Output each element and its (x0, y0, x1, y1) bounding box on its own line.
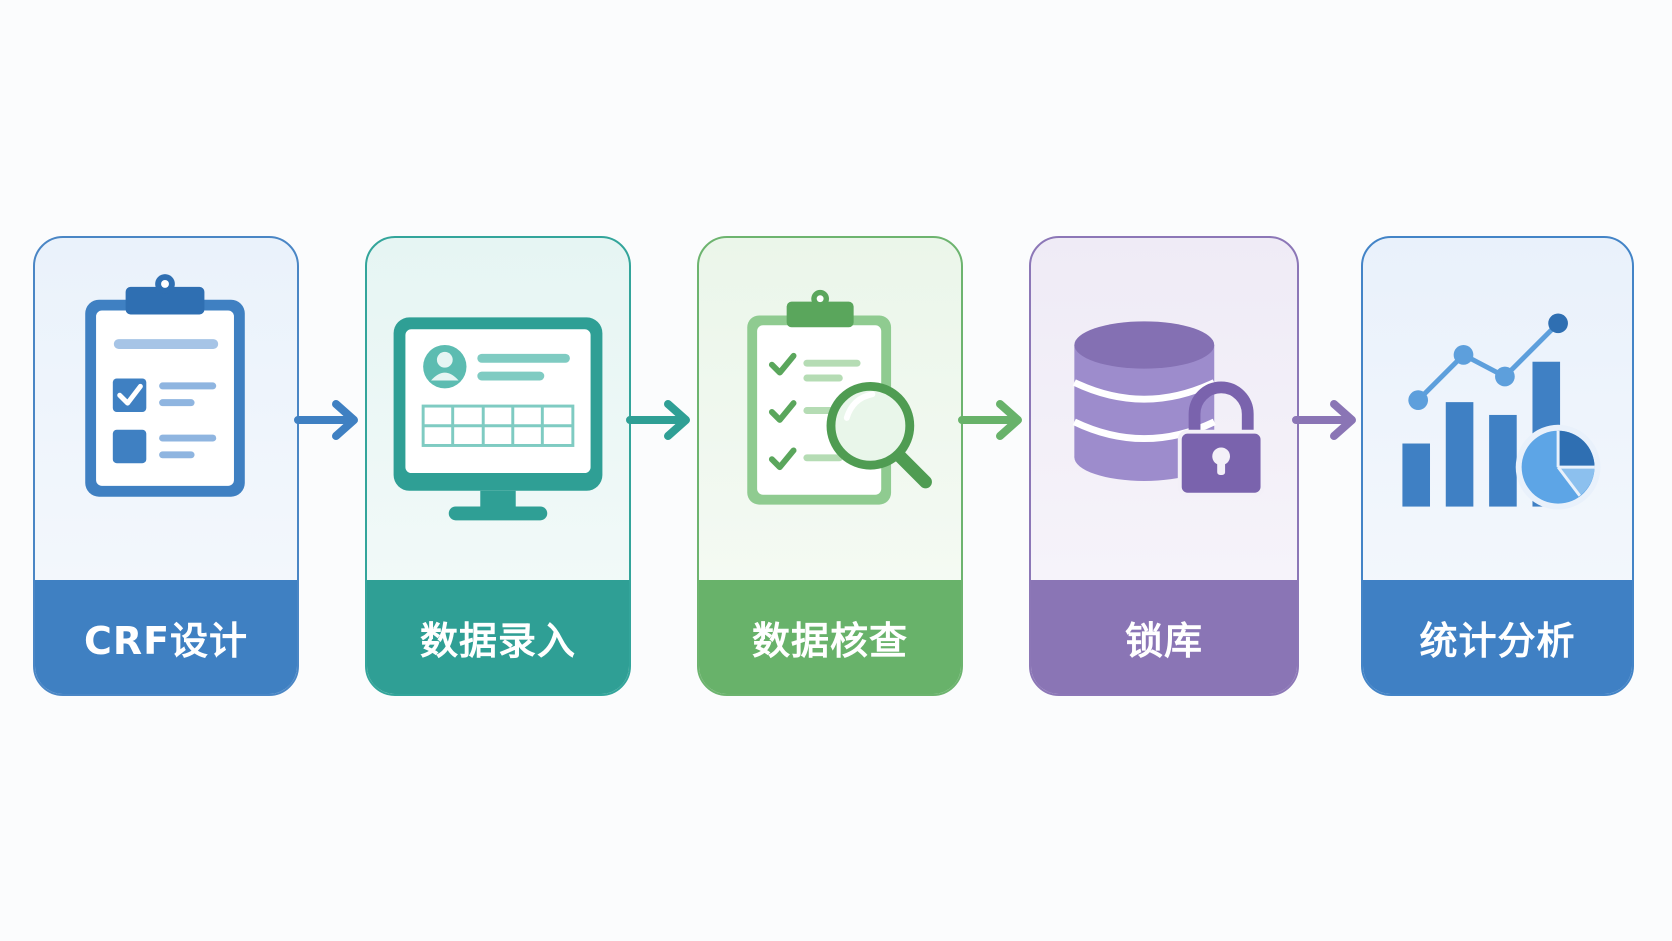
step-label-band: 锁库 (1031, 580, 1297, 694)
step-label: 数据核查 (751, 618, 908, 663)
step-label-band: 数据录入 (367, 580, 629, 694)
arrow-right-icon (1292, 396, 1362, 444)
step-label: 数据录入 (419, 618, 576, 663)
checklist-magnifier-icon (699, 238, 961, 584)
arrow-right-icon (626, 396, 696, 444)
monitor-data-entry-icon (367, 238, 629, 584)
step-label-band: 数据核查 (699, 580, 961, 694)
step-label: CRF设计 (83, 618, 249, 663)
step-card-statistics: 统计分析 (1361, 236, 1634, 696)
statistics-chart-icon (1363, 238, 1632, 584)
clipboard-form-icon (35, 238, 297, 584)
arrow-right-icon (958, 396, 1028, 444)
step-label: 统计分析 (1419, 618, 1576, 663)
database-lock-icon (1031, 238, 1297, 584)
step-card-data-check: 数据核查 (697, 236, 963, 696)
step-card-crf-design: CRF设计 (33, 236, 299, 696)
step-label-band: CRF设计 (35, 580, 297, 694)
step-card-database-lock: 锁库 (1029, 236, 1299, 696)
step-label: 锁库 (1124, 618, 1203, 663)
step-label-band: 统计分析 (1363, 580, 1632, 694)
arrow-right-icon (294, 396, 364, 444)
step-card-data-entry: 数据录入 (365, 236, 631, 696)
